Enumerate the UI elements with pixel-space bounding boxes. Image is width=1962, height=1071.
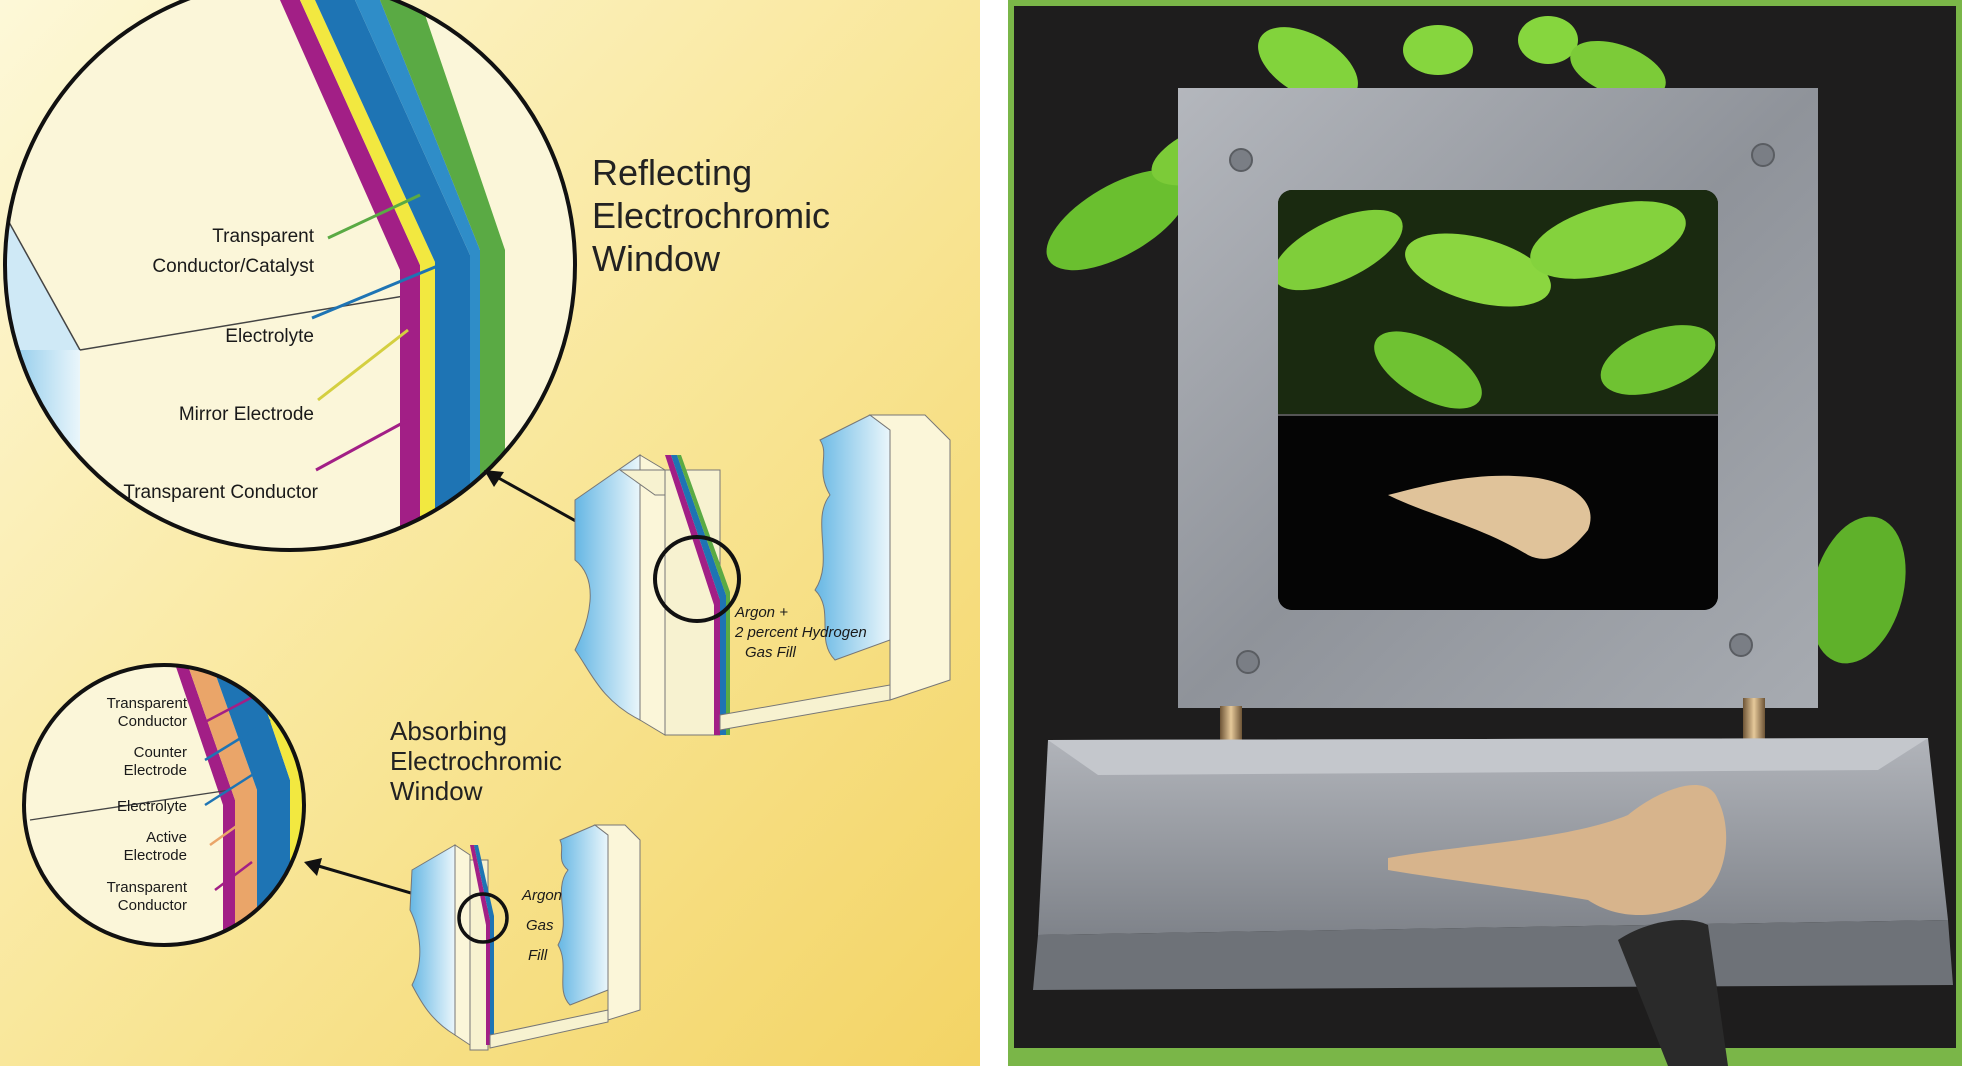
arrow-head-absorbing [304,858,322,876]
reflecting-window-sketch: Argon + 2 percent Hydrogen Gas Fill [574,414,951,736]
plant-leaves [1046,16,1906,664]
diagram-panel: Transparent Conductor/Catalyst Electroly… [0,0,980,1066]
abs-gas-fill-line-3: Fill [528,947,548,964]
photo-panel [1008,0,1962,1066]
gas-fill-line-2: 2 percent Hydrogen [734,624,867,641]
shell-reflection [1388,475,1591,559]
abs-label-tc-top-1: Transparent [107,695,188,712]
shell-object [1388,784,1727,915]
reflecting-title: Reflecting Electrochromic Window [592,152,830,279]
electrochromic-diagram: Transparent Conductor/Catalyst Electroly… [0,0,980,1066]
absorbing-title-line-1: Absorbing [390,716,507,746]
window-frame [1178,88,1818,708]
abs-label-counter-2: Electrode [124,762,187,779]
abs-label-tc-bottom-2: Conductor [118,897,187,914]
reflecting-title-line-2: Electrochromic [592,195,830,236]
gas-fill-line-1: Argon + [734,604,788,621]
label-electrolyte: Electrolyte [225,326,314,347]
absorbing-window-sketch: Argon Gas Fill [409,824,641,1051]
abs-label-tc-bottom-1: Transparent [107,879,188,896]
gas-fill-line-3: Gas Fill [745,644,797,661]
absorbing-title: Absorbing Electrochromic Window [390,716,562,806]
abs-label-active-2: Electrode [124,847,187,864]
absorbing-title-line-3: Window [390,776,483,806]
label-transparent-1: Transparent [212,226,314,247]
abs-label-counter-1: Counter [134,744,187,761]
abs-label-electrolyte: Electrolyte [117,798,187,815]
abs-label-tc-top-2: Conductor [118,713,187,730]
electrochromic-photo [1008,0,1962,1066]
label-transparent-conductor: Transparent Conductor [123,482,318,503]
cable [1618,920,1728,1066]
arrow-head-reflecting [484,470,504,487]
window-pane [1278,190,1718,610]
reflecting-title-line-1: Reflecting [592,152,752,193]
label-mirror-electrode: Mirror Electrode [179,404,314,425]
abs-gas-fill-line-1: Argon [521,887,562,904]
absorbing-title-line-2: Electrochromic [390,746,562,776]
label-conductor-catalyst: Conductor/Catalyst [152,256,314,277]
abs-gas-fill-line-2: Gas [526,917,554,934]
reflecting-title-line-3: Window [592,238,721,279]
base-stand [1033,738,1953,990]
abs-label-active-1: Active [146,829,187,846]
